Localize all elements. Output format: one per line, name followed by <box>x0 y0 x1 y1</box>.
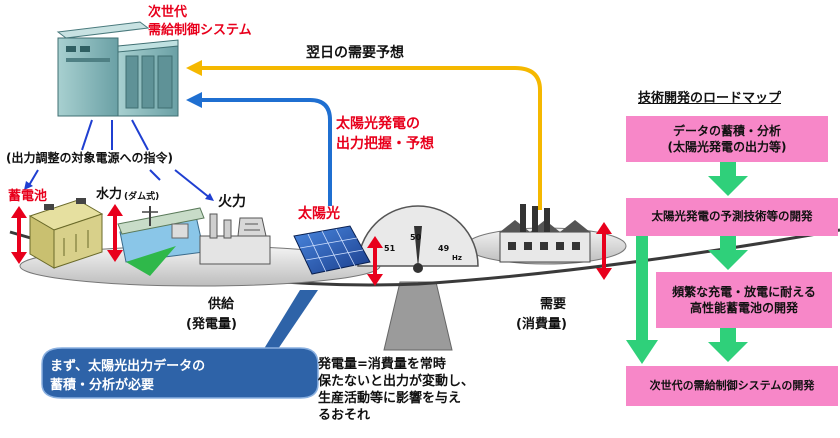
solar-forecast-arrow <box>198 98 332 206</box>
hydro-fluctuation-arrow <box>107 204 123 262</box>
note-line2: 保たないと出力が変動し、 <box>318 373 475 389</box>
roadmap-step-1: データの蓄積・分析 (太陽光発電の出力等) <box>626 116 828 162</box>
callout-line2: 蓄積・分析が必要 <box>50 377 155 393</box>
solar-forecast-label-line1: 太陽光発電の <box>336 116 420 132</box>
roadmap-step-1-line1: データの蓄積・分析 <box>672 123 781 138</box>
demand-label: 需要 <box>540 297 567 312</box>
roadmap-step-3-line2: 高性能蓄電池の開発 <box>689 301 798 315</box>
solar-forecast-label-line2: 出力把握・予想 <box>336 136 434 152</box>
instruction-label: (出力調整の対象電源への指令) <box>6 151 173 165</box>
hydro-sub-label: (ダム式) <box>124 192 160 202</box>
gauge-unit: Hz <box>452 254 462 262</box>
note-line3: 生産活動等に影響を与え <box>318 390 462 406</box>
factory-icon <box>499 204 591 263</box>
balance-scale-icon <box>9 205 840 351</box>
battery-label: 蓄電池 <box>8 189 48 204</box>
thermal-label: 火力 <box>218 194 246 210</box>
callout-line1: まず、太陽光出力データの <box>50 359 206 374</box>
hydro-dam-icon <box>117 206 205 276</box>
callout-text: まず、太陽光出力データの蓄積・分析が必要 <box>50 358 300 396</box>
demand-sublabel: (消費量) <box>516 317 567 332</box>
solar-panel-icon <box>293 225 371 275</box>
system-title-line1: 次世代 <box>148 5 188 20</box>
control-system-cabinet-icon <box>56 21 179 117</box>
roadmap-step-1-line2: (太陽光発電の出力等) <box>667 140 787 154</box>
solar-fluctuation-arrow <box>367 236 383 286</box>
instruction-arrows <box>24 119 214 201</box>
demand-forecast-arrow <box>198 66 542 210</box>
roadmap-title: 技術開発のロードマップ <box>638 91 782 106</box>
gauge-center-value: 50 <box>410 233 422 242</box>
demand-forecast-label: 翌日の需要予想 <box>306 45 404 61</box>
fluctuation-arrows <box>11 204 612 286</box>
supply-sublabel: (発電量) <box>186 317 237 332</box>
roadmap-step-2: 太陽光発電の予測技術等の開発 <box>626 198 838 236</box>
solar-label: 太陽光 <box>298 206 340 222</box>
roadmap-step-4: 次世代の需給制御システムの開発 <box>626 366 838 406</box>
roadmap-step-3: 頻繁な充電・放電に耐える 高性能蓄電池の開発 <box>656 272 832 328</box>
supply-label: 供給 <box>208 297 235 312</box>
balance-note: 発電量=消費量を常時保たないと出力が変動し、生産活動等に影響を与えるおそれ <box>318 357 474 425</box>
note-line1: 発電量=消費量を常時 <box>318 357 446 372</box>
thermal-plant-icon <box>199 213 271 265</box>
note-line4: るおそれ <box>318 407 371 423</box>
callout-balloon <box>41 290 319 399</box>
roadmap-step-3-line1: 頻繁な充電・放電に耐える <box>672 284 816 299</box>
battery-fluctuation-arrow <box>11 206 27 264</box>
gauge-left-value: 51 <box>384 244 396 253</box>
hydro-label: 水力 <box>96 187 123 202</box>
demand-fluctuation-arrow <box>596 222 612 280</box>
battery-icon <box>28 198 104 269</box>
gauge-right-value: 49 <box>438 244 450 253</box>
roadmap-arrows <box>626 162 748 364</box>
system-title-line2: 需給制御システム <box>148 23 252 38</box>
